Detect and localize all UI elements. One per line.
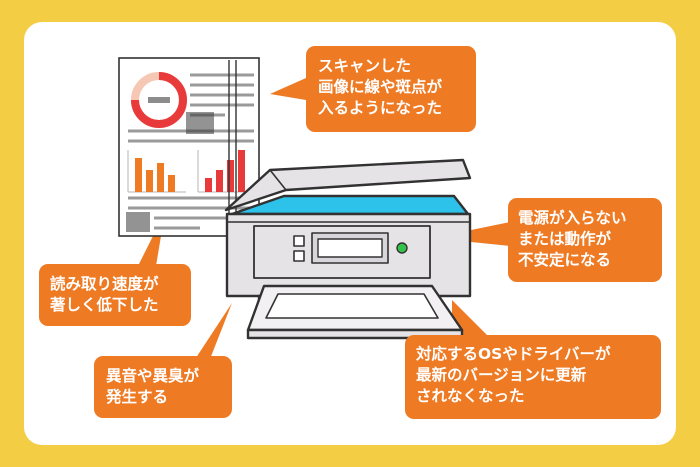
scanned-document [118,57,260,237]
scanner-lid [224,158,472,212]
noise-callout-tail [188,303,232,370]
callout-speed: 読み取り速度が 著しく低下した [50,275,159,314]
panel-button-top [293,235,305,247]
callout-noise-bg [94,356,232,418]
callout-speed-bg [39,264,191,326]
callout-scan-lines: スキャンした 画像に線や斑点が 入るようになった [318,57,443,117]
callout-driver-bg [405,335,661,419]
callout-scan-lines-bg [306,46,476,132]
callout-power-bg [508,198,662,282]
scan-callout-tail [270,78,306,100]
callout-driver: 対応するOSやドライバーが 最新のバージョンに更新 されなくなった [416,345,611,405]
scanner-glass [230,194,470,216]
power-indicator-light [396,242,408,254]
scanner [224,158,472,340]
panel-button-bottom [293,250,305,262]
callout-noise: 異音や異臭が 発生する [106,367,200,406]
callout-power: 電源が入らない または動作が 不安定になる [518,209,627,269]
